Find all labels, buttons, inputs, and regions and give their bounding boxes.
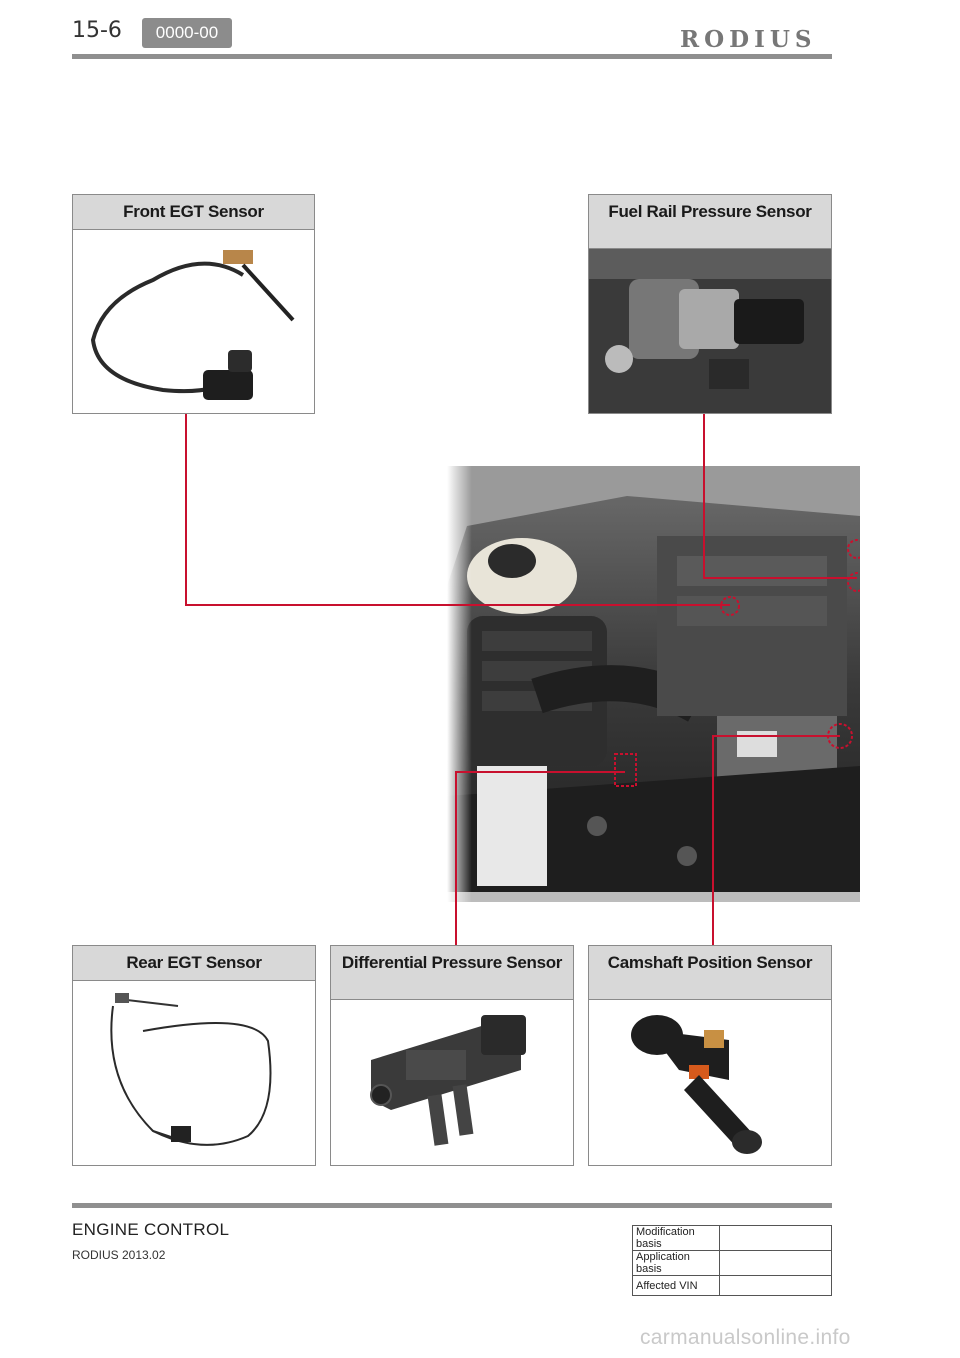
header-divider — [72, 54, 832, 59]
leader-differential — [455, 771, 625, 945]
table-cell-value — [719, 1275, 832, 1296]
footer-divider — [72, 1203, 832, 1208]
panel-camshaft-position-sensor: Camshaft Position Sensor — [588, 945, 832, 1166]
panel-rear-egt-sensor: Rear EGT Sensor — [72, 945, 316, 1166]
table-row: Affected VIN — [632, 1275, 832, 1296]
panel-title: Rear EGT Sensor — [73, 946, 315, 981]
table-cell-value — [719, 1250, 832, 1276]
leader-front-egt — [185, 414, 730, 606]
differential-pressure-sensor-image — [370, 1015, 526, 1146]
panel-differential-pressure-sensor: Differential Pressure Sensor — [330, 945, 574, 1166]
rear-egt-sensor-image — [110, 993, 272, 1146]
camshaft-position-sensor-image — [631, 1015, 762, 1154]
section-title: ENGINE CONTROL — [72, 1220, 230, 1239]
fuel-rail-pressure-sensor-image — [589, 249, 831, 413]
section-code-badge: 0000-00 — [142, 18, 232, 48]
page-number: 15-6 — [72, 18, 122, 43]
table-cell-label: Modification basis — [632, 1225, 720, 1251]
modification-table: Modification basis Application basis Aff… — [632, 1225, 832, 1296]
table-row: Modification basis — [632, 1225, 832, 1251]
panel-title: Camshaft Position Sensor — [589, 946, 831, 1000]
model-year: RODIUS 2013.02 — [72, 1248, 166, 1262]
table-row: Application basis — [632, 1250, 832, 1276]
leader-camshaft — [712, 735, 840, 945]
table-cell-value — [719, 1225, 832, 1251]
table-cell-label: Affected VIN — [632, 1275, 720, 1296]
panel-title: Differential Pressure Sensor — [331, 946, 573, 1000]
panel-title: Front EGT Sensor — [73, 195, 314, 230]
watermark: carmanualsonline.info — [640, 1326, 851, 1349]
engine-bay-photo — [447, 466, 860, 902]
panel-fuel-rail-pressure-sensor: Fuel Rail Pressure Sensor — [588, 194, 832, 414]
panel-front-egt-sensor: Front EGT Sensor — [72, 194, 315, 414]
brand-logo: RODIUS — [680, 26, 817, 53]
front-egt-sensor-image — [90, 250, 295, 400]
table-cell-label: Application basis — [632, 1250, 720, 1276]
panel-title: Fuel Rail Pressure Sensor — [589, 195, 831, 249]
leader-fuel-rail — [703, 414, 857, 579]
